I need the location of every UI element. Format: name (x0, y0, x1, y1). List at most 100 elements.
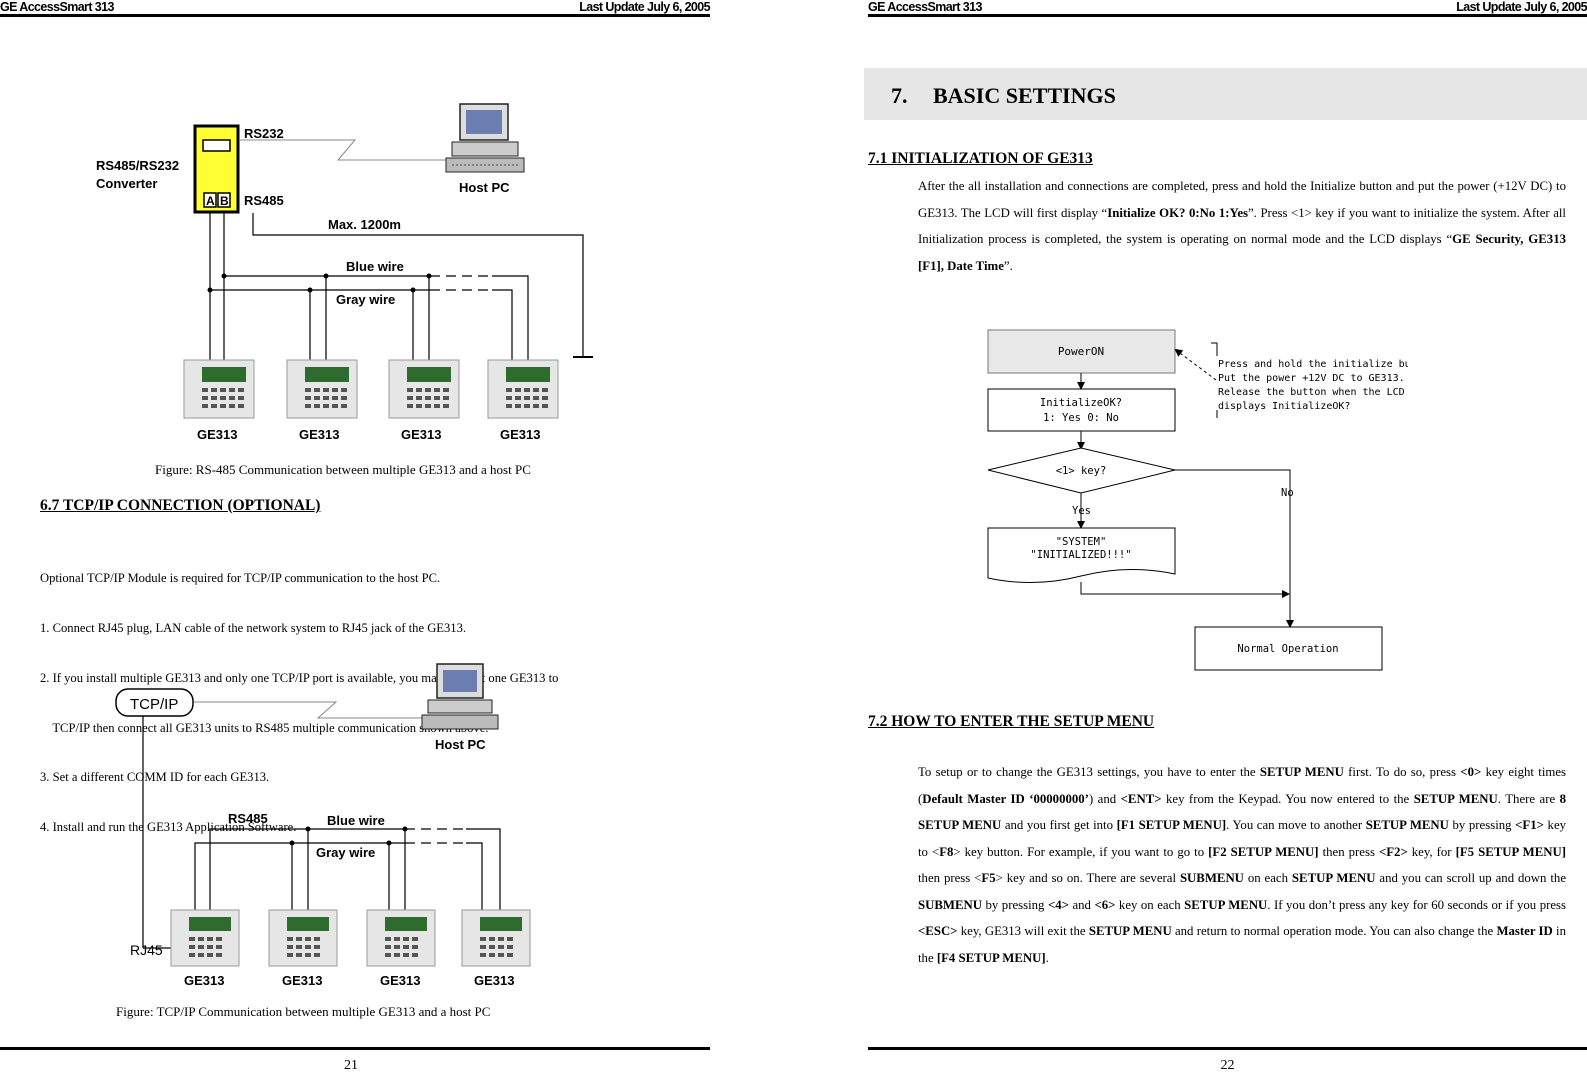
flow-sys-label-2: "INITIALIZED!!!" (1030, 549, 1131, 561)
gray-wire-label: Gray wire (316, 845, 375, 860)
right-page: GE AccessSmart 313 Last Update July 6, 2… (864, 0, 1587, 1086)
footer-rule (868, 1047, 1587, 1050)
header-date: Last Update July 6, 2005 (1456, 0, 1587, 14)
text-run: then press (1318, 844, 1379, 859)
unit-label-2: GE313 (282, 973, 322, 988)
port-a-label: A (206, 194, 215, 208)
text-run: ”. Press <1> key if you want to initiali… (918, 205, 1566, 247)
rs232-label: RS232 (244, 126, 284, 141)
emphasized-term: SUBMENU (1179, 871, 1244, 885)
note-line-2: Put the power +12V DC to GE313. (1218, 373, 1405, 384)
text-run: ”. (1003, 258, 1013, 273)
header-rule (868, 14, 1587, 17)
flow-normal-operation-label: Normal Operation (1237, 643, 1338, 655)
text-run: in the (918, 924, 1566, 965)
rs485-diagram: A B RS232 RS485/RS232 Converter RS485 Ho… (96, 103, 593, 442)
text-run: first. To do so, press (1343, 765, 1461, 779)
host-pc-icon (445, 103, 525, 173)
ge313-unit-1 (183, 359, 255, 419)
text-run: key, for (1407, 844, 1456, 859)
text-run: by pressing (1448, 818, 1516, 832)
unit-label-4: GE313 (500, 427, 540, 442)
ge313-unit-4 (487, 359, 559, 419)
text-run: > key and so on. There are several (995, 871, 1180, 885)
emphasized-term: SETUP MENU (1184, 897, 1268, 912)
text-run: then press < (918, 871, 982, 885)
lcd-message: Initialize OK? 0:No 1:Yes (1107, 205, 1248, 220)
instruction-line: TCP/IP then connect all GE313 units to R… (40, 720, 489, 735)
tcpip-diagram: TCP/IP Host PC RS485 Blue wire Gray wire… (115, 663, 531, 988)
figure-caption-1: Figure: RS-485 Communication between mul… (155, 462, 531, 477)
emphasized-term: [F1 SETUP MENU] (1116, 818, 1227, 832)
text-run: by pressing (982, 897, 1048, 912)
unit-label-2: GE313 (299, 427, 339, 442)
flow-yes-label: Yes (1072, 505, 1091, 517)
ge313-unit-3 (388, 359, 460, 419)
ge313-unit-3 (366, 909, 436, 967)
text-run: . If you don’t press any key for 60 seco… (1267, 897, 1566, 912)
emphasized-term: SETUP MENU (1088, 924, 1172, 938)
host-pc-label: Host PC (435, 737, 486, 752)
text-run: > key button. For example, if you want t… (953, 844, 1209, 859)
header-title: GE AccessSmart 313 (868, 0, 982, 14)
figure-caption-2: Figure: TCP/IP Communication between mul… (116, 1004, 491, 1019)
emphasized-term: 8 SETUP MENU (918, 791, 1567, 833)
emphasized-term: Default Master ID ‘00000000’ (922, 791, 1089, 806)
emphasized-term: <ENT> (1120, 791, 1162, 806)
text-run: After the all installation and connectio… (918, 179, 1566, 220)
section-7-2-paragraph: To setup or to change the GE313 settings… (918, 759, 1566, 971)
header-title: GE AccessSmart 313 (0, 0, 114, 14)
emphasized-term: SETUP MENU (1291, 871, 1376, 885)
note-line-3: Release the button when the LCD (1218, 387, 1405, 398)
rs485-label: RS485 (244, 193, 284, 208)
instruction-line: 1. Connect RJ45 plug, LAN cable of the n… (40, 620, 467, 635)
emphasized-term: <4> (1047, 897, 1069, 912)
text-run: and you first get into (1001, 818, 1117, 832)
text-run: key from the Keypad. You now entered to … (1161, 791, 1414, 806)
left-page: GE AccessSmart 313 Last Update July 6, 2… (0, 0, 711, 1086)
note-connector (1174, 348, 1217, 381)
initialization-flowchart: PowerON InitializeOK? 1: Yes 0: No <1> k… (987, 329, 1408, 671)
section-title-7-2: 7.2 HOW TO ENTER THE SETUP MENU (868, 713, 1155, 730)
text-run: To setup or to change the GE313 settings… (918, 765, 1260, 779)
rj45-label: RJ45 (130, 942, 163, 958)
page-header: GE AccessSmart 313 Last Update July 6, 2… (868, 0, 1587, 14)
ge313-unit-4 (461, 909, 531, 967)
flow-system-initialized (987, 527, 1176, 583)
footer-rule (0, 1047, 710, 1050)
flow-init-ok-label-1: InitializeOK? (1040, 397, 1122, 409)
text-run: . You can move to another (1226, 818, 1366, 832)
emphasized-term: F8 (939, 844, 954, 859)
emphasized-term: [F5 SETUP MENU] (1455, 844, 1567, 859)
text-run: and (1068, 897, 1095, 912)
emphasized-term: <F2> (1378, 844, 1408, 859)
text-run: ) and (1088, 791, 1121, 806)
emphasized-term: <F1> (1515, 818, 1544, 832)
emphasized-term: SETUP MENU (1259, 765, 1344, 779)
converter-label-2: Converter (96, 176, 157, 191)
flow-power-on (987, 329, 1176, 374)
emphasized-term: <6> (1094, 897, 1116, 912)
ge313-unit-2 (286, 359, 358, 419)
note-line-1: Press and hold the initialize button. (1218, 359, 1408, 370)
instruction-line: Optional TCP/IP Module is required for T… (40, 571, 441, 586)
ge313-unit-1 (170, 909, 240, 967)
emphasized-term: SUBMENU (918, 897, 982, 912)
section-7-1-paragraph: After the all installation and connectio… (918, 173, 1566, 279)
flow-init-ok-label-2: 1: Yes 0: No (1043, 412, 1119, 424)
host-pc-icon (421, 663, 499, 730)
emphasized-term: [F2 SETUP MENU] (1208, 844, 1319, 859)
emphasized-term: SETUP MENU (1365, 818, 1449, 832)
converter-label-1: RS485/RS232 (96, 158, 179, 173)
chapter-number: 7. (891, 83, 908, 108)
text-run: on each (1243, 871, 1292, 885)
instruction-line: 3. Set a different COMM ID for each GE31… (40, 770, 270, 785)
ge313-unit-2 (268, 909, 338, 967)
text-run: . (1045, 950, 1049, 965)
emphasized-term: [F4 SETUP MENU] (936, 950, 1046, 965)
text-run: key, GE313 will exit the (957, 924, 1089, 938)
section-title-7-1: 7.1 INITIALIZATION OF GE313 (868, 150, 1093, 167)
unit-label-3: GE313 (380, 973, 420, 988)
unit-label-4: GE313 (474, 973, 514, 988)
text-run: and return to normal operation mode. You… (1171, 924, 1497, 938)
